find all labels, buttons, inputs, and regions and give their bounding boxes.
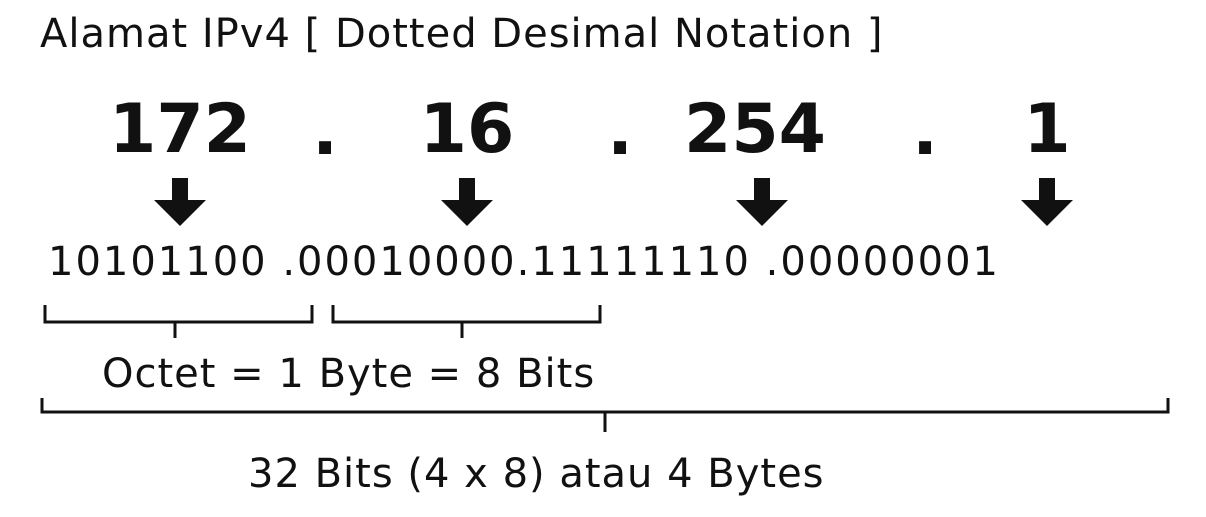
total-label: 32 Bits (4 x 8) atau 4 Bytes xyxy=(248,451,825,497)
binary-separator: . xyxy=(282,239,298,285)
binary-octet-1: 10101100 xyxy=(48,239,268,285)
binary-separator: . xyxy=(765,239,781,285)
octet-label: Octet = 1 Byte = 8 Bits xyxy=(102,351,596,397)
diagram-title: Alamat IPv4 [ Dotted Desimal Notation ] xyxy=(40,11,884,57)
down-arrow-icon xyxy=(154,178,206,226)
decimal-octet-1: 172 xyxy=(109,90,251,169)
decimal-separator-3: . xyxy=(912,92,938,171)
down-arrow-icon xyxy=(1021,178,1073,226)
binary-octet-2: 00010000 xyxy=(297,239,517,285)
decimal-separator-1: . xyxy=(312,92,338,171)
binary-address: 10101100 .00010000.11111110 .00000001 xyxy=(48,238,1000,286)
binary-octet-3: 11111110 xyxy=(531,239,751,285)
decimal-octet-3: 254 xyxy=(684,90,826,169)
decimal-separator-2: . xyxy=(607,92,633,171)
decimal-octet-2: 16 xyxy=(419,90,515,169)
octet-bracket-2 xyxy=(331,305,602,338)
down-arrow-icon xyxy=(736,178,788,226)
octet-bracket-1 xyxy=(43,305,314,338)
binary-separator: . xyxy=(516,239,532,285)
decimal-octet-4: 1 xyxy=(1023,90,1071,169)
binary-octet-4: 00000001 xyxy=(780,239,1000,285)
total-bracket xyxy=(40,398,1170,432)
down-arrow-icon xyxy=(441,178,493,226)
